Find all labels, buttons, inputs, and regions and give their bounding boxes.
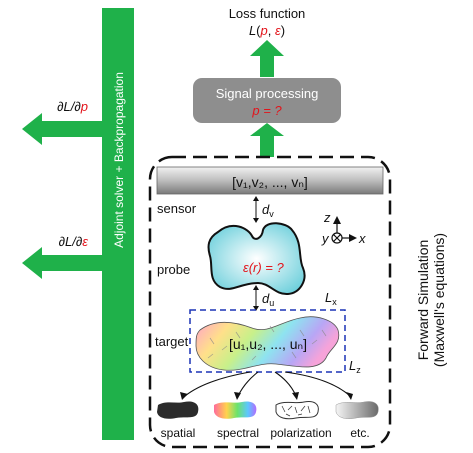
target-label: target — [155, 334, 189, 349]
axis-z-label: z — [323, 210, 331, 225]
category-etc: etc. — [350, 426, 369, 440]
adjoint-backprop-label: Adjoint solver + Backpropagation — [112, 72, 126, 248]
grad-p-label: ∂L/∂p — [57, 99, 88, 114]
probe-shape — [207, 222, 306, 296]
spatial-thumbnail — [157, 401, 199, 419]
signal-processing-title: Signal processing — [216, 86, 319, 101]
grad-p-arrow — [22, 113, 102, 145]
lz-label: Lz — [349, 358, 361, 375]
target-shape — [195, 316, 340, 371]
category-arrows — [184, 371, 351, 397]
category-arrowheads — [180, 392, 353, 400]
category-spectral: spectral — [217, 426, 259, 440]
grad-eps-arrow — [22, 247, 102, 279]
loss-function-expression: L(p, ε) — [249, 23, 285, 38]
forward-simulation-title: Forward Simulation — [415, 240, 431, 361]
category-polarization: polarization — [270, 426, 331, 440]
etc-thumbnail — [335, 401, 379, 419]
dv-label: dv — [262, 202, 274, 219]
sensor-label: sensor — [157, 201, 197, 216]
arrow-up-to-signal — [250, 123, 284, 157]
target-vector: [u₁,u₂, ..., uₙ] — [229, 336, 307, 352]
adjoint-backprop-bar: Adjoint solver + Backpropagation — [102, 8, 134, 440]
forward-simulation-box — [148, 155, 392, 449]
du-double-arrow — [253, 285, 259, 311]
forward-simulation-subtitle: (Maxwell's equations) — [431, 233, 447, 367]
axis-y-label: y — [321, 231, 330, 246]
du-label: du — [262, 291, 274, 308]
category-spatial: spatial — [161, 426, 196, 440]
axis-x-label: x — [358, 231, 366, 246]
coordinate-axes — [331, 216, 357, 244]
arrow-up-to-loss — [250, 40, 284, 77]
spectral-thumbnail — [214, 401, 257, 419]
sensor-vector: [v₁,v₂, ..., vₙ] — [232, 174, 308, 190]
loss-function-title: Loss function — [229, 6, 306, 21]
target-texture — [207, 325, 327, 361]
polarization-thumbnail — [275, 401, 319, 420]
signal-processing-equation: p = ? — [251, 103, 282, 118]
dv-double-arrow — [253, 196, 259, 223]
lx-label: Lx — [325, 290, 337, 307]
target-region-dashed-box — [189, 309, 346, 373]
probe-equation: ε(r) = ? — [243, 260, 285, 275]
grad-eps-label: ∂L/∂ε — [59, 234, 89, 249]
sensor-bar — [156, 166, 384, 195]
signal-processing-box: Signal processing p = ? — [193, 78, 341, 123]
probe-label: probe — [157, 262, 190, 277]
